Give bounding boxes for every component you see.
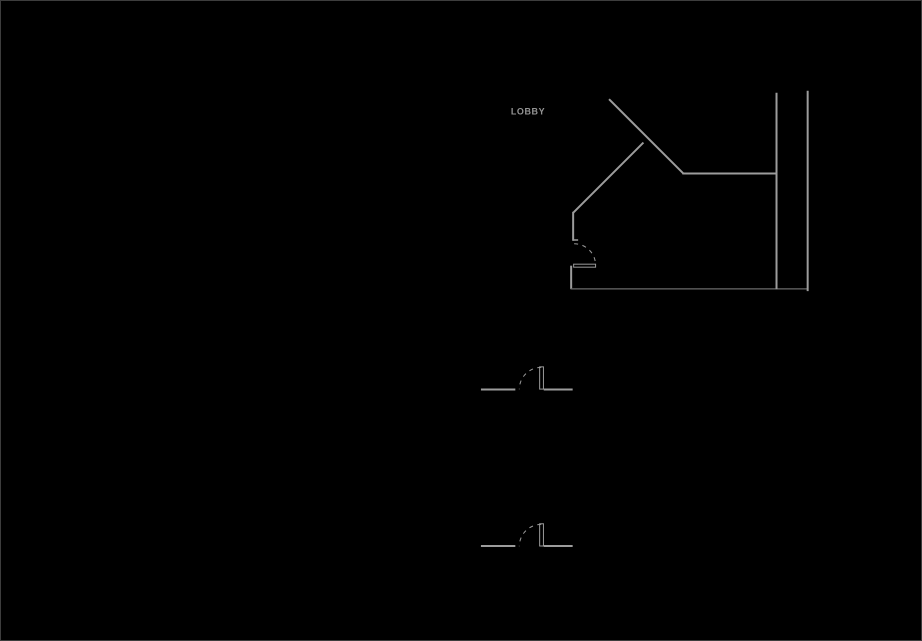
door2-leaf	[539, 523, 544, 547]
door1-leaf	[539, 366, 544, 390]
door2-swing-arc	[518, 523, 542, 547]
plan-door-leaf	[573, 263, 597, 268]
door1-swing-arc	[518, 366, 542, 390]
wall-diagonal-branch	[572, 141, 645, 214]
wall-lines-layer	[480, 90, 809, 548]
plan-door-swing-arc	[574, 243, 597, 266]
wall-diagonal-upper	[608, 98, 685, 175]
room-label: LOBBY	[511, 107, 545, 117]
